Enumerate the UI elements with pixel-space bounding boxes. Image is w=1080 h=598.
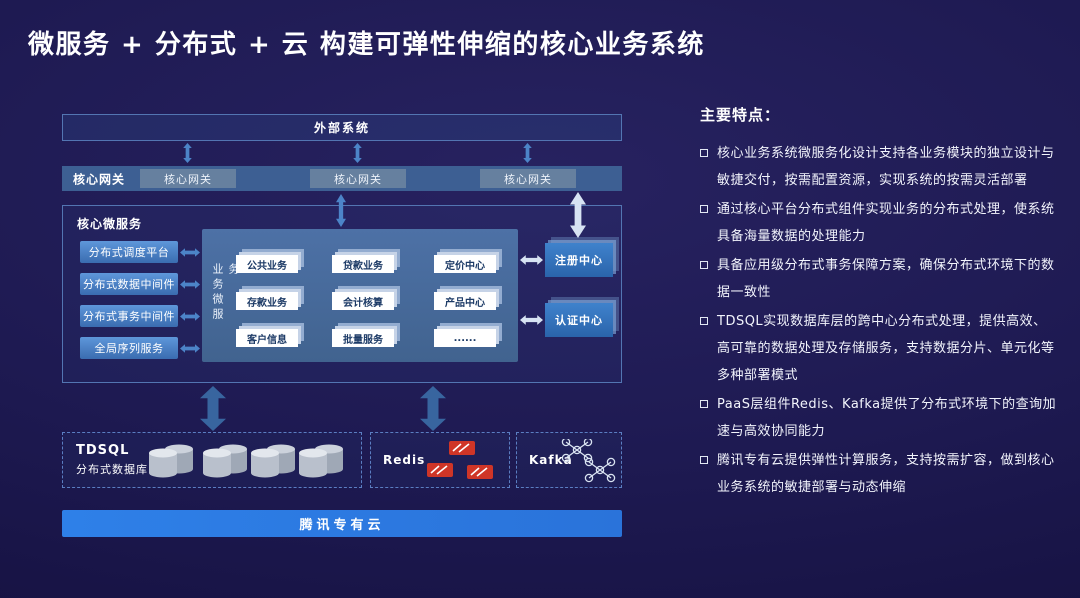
middleware-box: 分布式事务中间件 bbox=[80, 305, 178, 327]
square-bullet-icon bbox=[700, 149, 708, 157]
service-card: ...... bbox=[434, 329, 496, 347]
tdsql-label: TDSQL bbox=[76, 443, 130, 458]
double-arrow-icon bbox=[520, 255, 543, 265]
external-system-box: 外部系统 bbox=[62, 114, 622, 141]
service-card: 存款业务 bbox=[236, 292, 298, 310]
service-card: 公共业务 bbox=[236, 255, 298, 273]
redis-box: Redis bbox=[370, 432, 510, 488]
database-cylinder-icon bbox=[251, 444, 295, 478]
double-arrow-icon bbox=[180, 280, 200, 289]
redis-label: Redis bbox=[383, 453, 426, 467]
double-arrow-icon bbox=[180, 344, 200, 353]
feature-item: TDSQL实现数据库层的跨中心分布式处理，提供高效、高可靠的数据处理及存储服务，… bbox=[700, 308, 1060, 389]
database-cylinder-icon bbox=[149, 444, 193, 478]
gateway-node: 核心网关 bbox=[310, 169, 406, 188]
features-panel: 主要特点： 核心业务系统微服务化设计支持各业务模块的独立设计与敏捷交付，按需配置… bbox=[700, 104, 1060, 503]
middleware-box: 分布式调度平台 bbox=[80, 241, 178, 263]
feature-text: PaaS层组件Redis、Kafka提供了分布式环境下的查询加速与高效协同能力 bbox=[717, 397, 1057, 439]
gateway-bar: 核心网关 核心网关 核心网关 核心网关 bbox=[62, 166, 622, 191]
core-microservices-label: 核心微服务 bbox=[77, 217, 143, 231]
kafka-box: Kafka bbox=[516, 432, 622, 488]
double-arrow-icon bbox=[353, 143, 362, 163]
block-double-arrow-icon bbox=[420, 386, 446, 431]
database-cylinder-icon bbox=[299, 444, 343, 478]
external-system-label: 外部系统 bbox=[313, 121, 370, 135]
block-double-arrow-icon bbox=[200, 386, 226, 431]
middleware-box: 分布式数据中间件 bbox=[80, 273, 178, 295]
feature-text: 核心业务系统微服务化设计支持各业务模块的独立设计与敏捷交付，按需配置资源，实现系… bbox=[717, 146, 1055, 188]
tencent-cloud-bar: 腾讯专有云 bbox=[62, 510, 622, 537]
service-card: 会计核算 bbox=[332, 292, 394, 310]
feature-item: 腾讯专有云提供弹性计算服务，支持按需扩容，做到核心业务系统的敏捷部署与动态伸缩 bbox=[700, 447, 1060, 501]
double-arrow-icon bbox=[520, 315, 543, 325]
double-arrow-icon bbox=[336, 194, 346, 227]
kafka-cluster-icon bbox=[561, 439, 616, 483]
feature-item: 通过核心平台分布式组件实现业务的分布式处理，使系统具备海量数据的处理能力 bbox=[700, 196, 1060, 250]
feature-text: 通过核心平台分布式组件实现业务的分布式处理，使系统具备海量数据的处理能力 bbox=[717, 202, 1055, 244]
service-card: 贷款业务 bbox=[332, 255, 394, 273]
feature-item: 具备应用级分布式事务保障方案，确保分布式环境下的数据一致性 bbox=[700, 252, 1060, 306]
redis-cube-icon bbox=[427, 441, 493, 479]
kafka-label: Kafka bbox=[529, 453, 573, 467]
service-card: 客户信息 bbox=[236, 329, 298, 347]
double-arrow-icon bbox=[570, 192, 586, 238]
service-card: 批量服务 bbox=[332, 329, 394, 347]
square-bullet-icon bbox=[700, 317, 708, 325]
database-cylinder-icon bbox=[203, 444, 247, 478]
slide-title: 微服务 + 分布式 + 云 构建可弹性伸缩的核心业务系统 bbox=[28, 30, 705, 60]
tdsql-sublabel: 分布式数据库 bbox=[76, 463, 148, 476]
middleware-box: 全局序列服务 bbox=[80, 337, 178, 359]
features-heading: 主要特点： bbox=[700, 106, 781, 124]
auth-center-node: 认证中心 bbox=[545, 303, 613, 337]
double-arrow-icon bbox=[523, 143, 532, 163]
registry-center-node: 注册中心 bbox=[545, 243, 613, 277]
square-bullet-icon bbox=[700, 400, 708, 408]
feature-item: PaaS层组件Redis、Kafka提供了分布式环境下的查询加速与高效协同能力 bbox=[700, 391, 1060, 445]
square-bullet-icon bbox=[700, 261, 708, 269]
gateway-node: 核心网关 bbox=[480, 169, 576, 188]
tdsql-text: TDSQL 分布式数据库 bbox=[76, 443, 148, 477]
tencent-cloud-label: 腾讯专有云 bbox=[299, 518, 385, 533]
feature-text: TDSQL实现数据库层的跨中心分布式处理，提供高效、高可靠的数据处理及存储服务，… bbox=[717, 314, 1055, 383]
square-bullet-icon bbox=[700, 205, 708, 213]
tdsql-box: TDSQL 分布式数据库 bbox=[62, 432, 362, 488]
feature-text: 具备应用级分布式事务保障方案，确保分布式环境下的数据一致性 bbox=[717, 258, 1055, 300]
square-bullet-icon bbox=[700, 456, 708, 464]
feature-text: 腾讯专有云提供弹性计算服务，支持按需扩容，做到核心业务系统的敏捷部署与动态伸缩 bbox=[717, 453, 1055, 495]
service-card: 定价中心 bbox=[434, 255, 496, 273]
gateway-bar-label: 核心网关 bbox=[73, 172, 126, 186]
feature-item: 核心业务系统微服务化设计支持各业务模块的独立设计与敏捷交付，按需配置资源，实现系… bbox=[700, 140, 1060, 194]
double-arrow-icon bbox=[183, 143, 192, 163]
double-arrow-icon bbox=[180, 248, 200, 257]
service-card: 产品中心 bbox=[434, 292, 496, 310]
double-arrow-icon bbox=[180, 312, 200, 321]
gateway-node: 核心网关 bbox=[140, 169, 236, 188]
